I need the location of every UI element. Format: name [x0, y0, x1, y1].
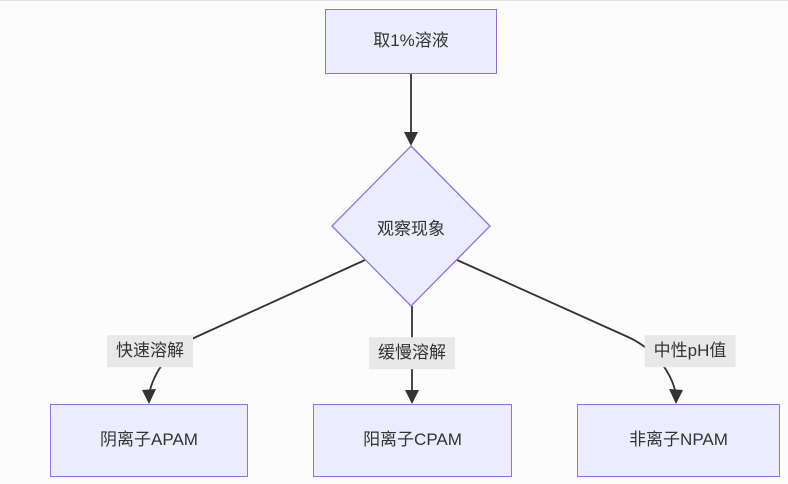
arrowhead-start-to-decision	[404, 132, 418, 146]
edge-label-fast-dissolve: 快速溶解	[107, 335, 193, 367]
decision-diamond-shape	[331, 145, 491, 307]
edge-decision-to-apam	[149, 259, 366, 391]
node-decision-label: 观察现象	[377, 219, 445, 239]
node-npam: 非离子NPAM	[577, 404, 780, 477]
node-start: 取1%溶液	[325, 9, 497, 74]
node-apam: 阴离子APAM	[50, 404, 248, 477]
arrowhead-decision-to-cpam	[405, 390, 419, 404]
arrowhead-decision-to-npam	[669, 389, 683, 404]
arrowhead-decision-to-apam	[142, 389, 156, 404]
edge-label-slow-dissolve: 缓慢溶解	[369, 337, 455, 369]
node-cpam: 阳离子CPAM	[313, 404, 512, 477]
edge-decision-to-npam	[456, 259, 676, 391]
edge-label-neutral-ph: 中性pH值	[644, 335, 736, 367]
